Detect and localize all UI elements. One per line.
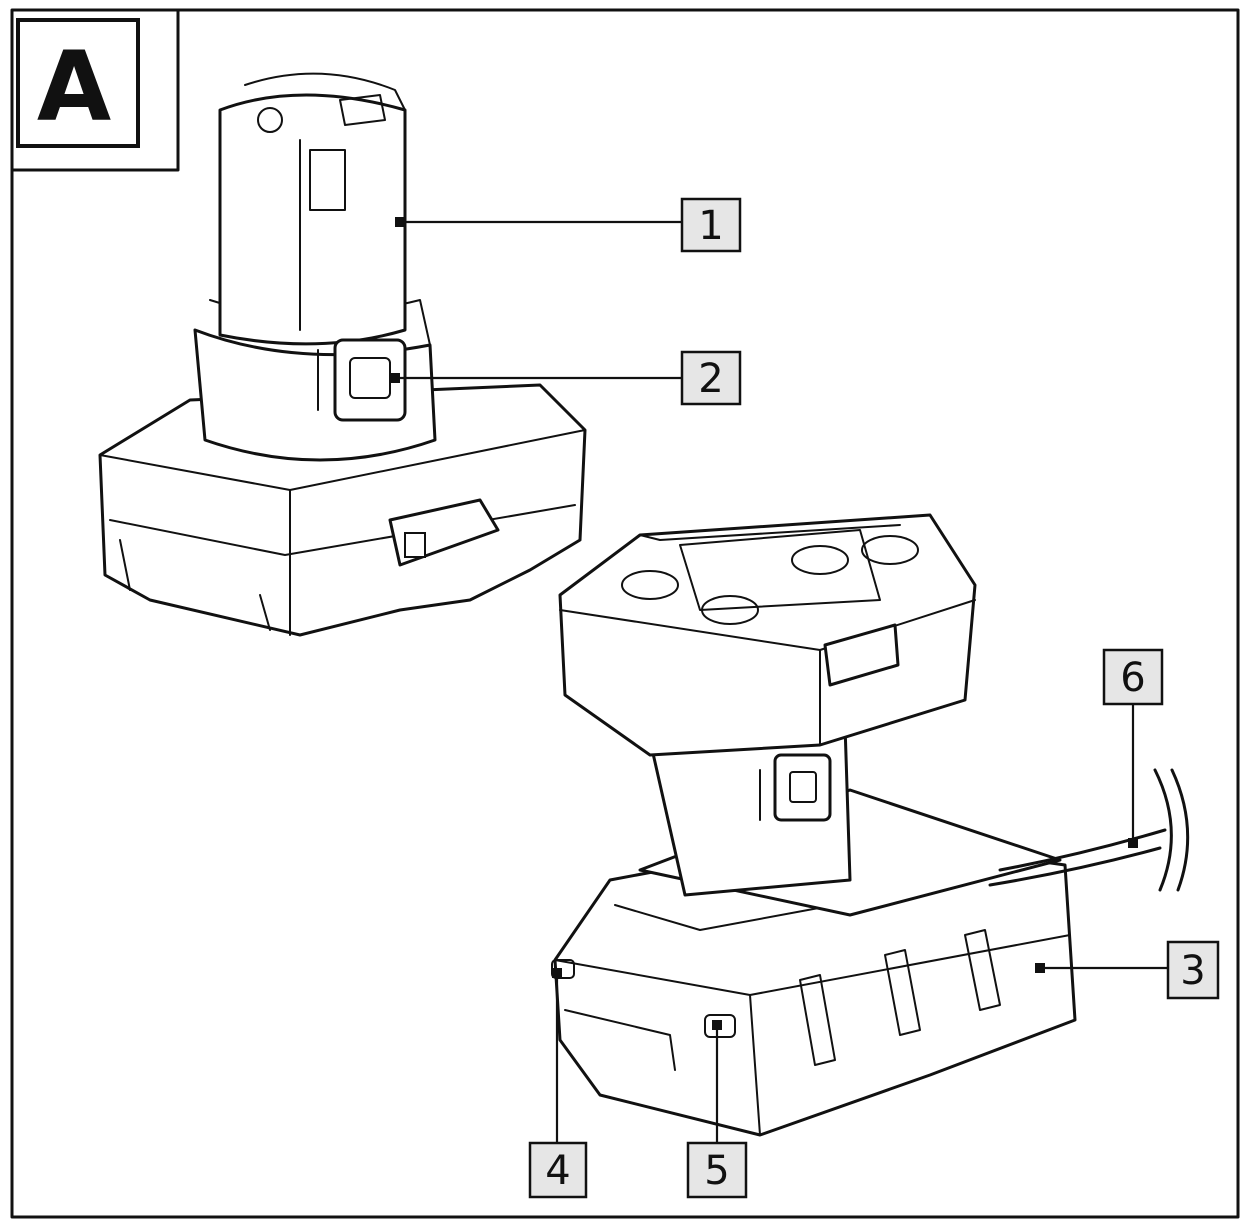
callout-5: 5 (686, 1141, 748, 1199)
panel-letter: A (37, 31, 111, 143)
callout-4-label: 4 (545, 1148, 570, 1194)
charger-illustration (551, 513, 1077, 1137)
panel-frame (10, 8, 1240, 1219)
panel-label: A (16, 18, 140, 148)
callout-3-label: 3 (1180, 948, 1205, 994)
callout-1-label: 1 (698, 203, 723, 249)
callout-6-label: 6 (1120, 655, 1145, 701)
callout-2-label: 2 (698, 356, 723, 402)
power-cord-illustration (988, 768, 1190, 892)
callout-3: 3 (1166, 940, 1220, 1000)
callout-2: 2 (680, 350, 742, 406)
callout-6: 6 (1102, 648, 1164, 706)
battery-pack-illustration (98, 72, 587, 637)
callout-1: 1 (680, 197, 742, 253)
callout-4: 4 (528, 1141, 588, 1199)
callout-5-label: 5 (704, 1148, 729, 1194)
leader-lines (390, 217, 1168, 1143)
